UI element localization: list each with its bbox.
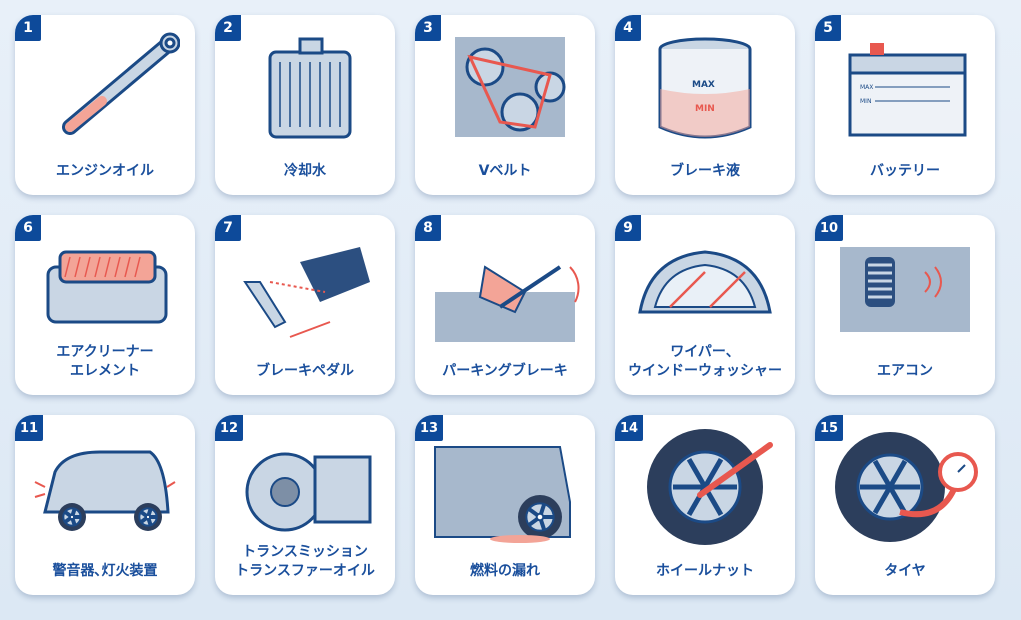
brake-fluid-reservoir-icon: MAX MIN — [658, 37, 752, 139]
item-number-badge: 5 — [815, 15, 841, 41]
item-number-badge: 15 — [815, 415, 843, 441]
item-label: トランスミッション トランスファーオイル — [235, 544, 375, 579]
item-number-badge: 8 — [415, 215, 441, 241]
radiator-icon — [268, 37, 352, 139]
item-number-badge: 9 — [615, 215, 641, 241]
item-label: ブレーキ液 — [670, 163, 740, 179]
inspection-item-card[interactable]: 11 警音器､灯火装置 — [15, 415, 195, 595]
battery-icon: MAX MIN — [848, 43, 967, 137]
item-label: エアコン — [877, 363, 933, 379]
item-label: Vベルト — [478, 163, 532, 179]
inspection-item-card[interactable]: 2 冷却水 — [215, 15, 395, 195]
item-number-badge: 7 — [215, 215, 241, 241]
item-number-badge: 12 — [215, 415, 243, 441]
inspection-item-card[interactable]: 5 MAX MIN バッテリー — [815, 15, 995, 195]
air-cleaner-icon — [46, 250, 168, 324]
inspection-item-card[interactable]: 9 ワイパー、 ウインドーウォッシャー — [615, 215, 795, 395]
item-number-badge: 14 — [615, 415, 643, 441]
item-number-badge: 11 — [15, 415, 43, 441]
item-label: タイヤ — [884, 563, 926, 579]
fuel-leak-icon — [434, 446, 571, 543]
svg-text:MIN: MIN — [695, 104, 715, 114]
v-belt-icon — [455, 37, 566, 137]
item-label: パーキングブレーキ — [442, 363, 568, 379]
inspection-item-card[interactable]: 12 トランスミッション トランスファーオイル — [215, 415, 395, 595]
item-label: エアクリーナー エレメント — [56, 344, 154, 379]
inspection-item-card[interactable]: 8 パーキングブレーキ — [415, 215, 595, 395]
svg-text:MIN: MIN — [860, 98, 871, 105]
item-label: 燃料の漏れ — [470, 563, 540, 579]
inspection-item-card[interactable]: 7 ブレーキペダル — [215, 215, 395, 395]
inspection-item-card[interactable]: 1 エンジンオイル — [15, 15, 195, 195]
inspection-item-card[interactable]: 14 ホイールナット — [615, 415, 795, 595]
inspection-item-card[interactable]: 10 エアコン — [815, 215, 995, 395]
car-lights-icon — [34, 450, 176, 531]
item-number-badge: 6 — [15, 215, 41, 241]
item-number-badge: 3 — [415, 15, 441, 41]
item-number-badge: 10 — [815, 215, 843, 241]
item-number-badge: 4 — [615, 15, 641, 41]
item-label: エンジンオイル — [56, 163, 154, 179]
item-number-badge: 13 — [415, 415, 443, 441]
inspection-item-card[interactable]: 13 燃料の漏れ — [415, 415, 595, 595]
inspection-item-card[interactable]: 4 MAX MIN ブレーキ液 — [615, 15, 795, 195]
item-label: 警音器､灯火装置 — [52, 563, 158, 579]
tire-pressure-icon — [835, 432, 978, 542]
inspection-item-card[interactable]: 3 Vベルト — [415, 15, 595, 195]
wiper-icon — [638, 250, 772, 314]
inspection-item-card[interactable]: 15 タイヤ — [815, 415, 995, 595]
item-label: ホイールナット — [656, 563, 754, 579]
svg-text:MAX: MAX — [692, 80, 715, 90]
item-label: ワイパー、 ウインドーウォッシャー — [628, 344, 782, 379]
item-label: バッテリー — [870, 163, 940, 179]
dipstick-icon — [62, 32, 180, 135]
item-number-badge: 2 — [215, 15, 241, 41]
svg-text:MAX: MAX — [860, 84, 873, 91]
air-conditioner-icon — [840, 247, 970, 332]
transmission-icon — [245, 452, 372, 532]
item-number-badge: 1 — [15, 15, 41, 41]
item-label: 冷却水 — [284, 163, 326, 179]
brake-pedal-icon — [243, 247, 370, 338]
parking-brake-icon — [435, 265, 580, 342]
item-label: ブレーキペダル — [256, 363, 354, 379]
wheel-nut-icon — [647, 429, 773, 545]
inspection-item-card[interactable]: 6 エアクリーナー エレメント — [15, 215, 195, 395]
